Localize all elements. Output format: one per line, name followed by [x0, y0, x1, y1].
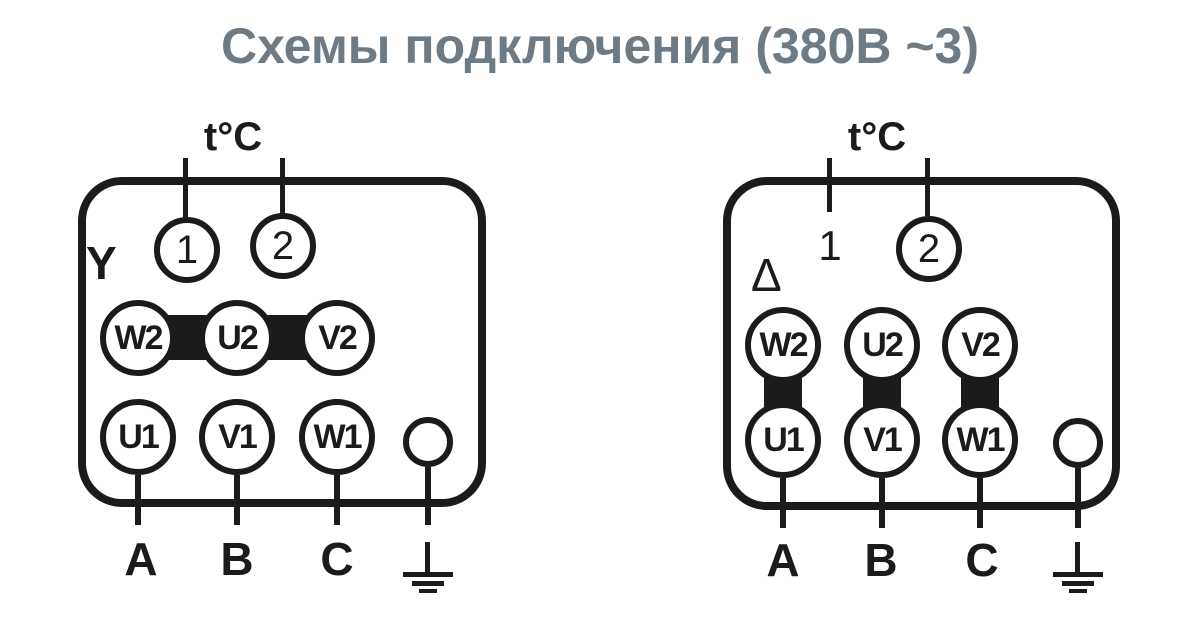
- sensor-terminal-2: 2: [896, 216, 962, 282]
- phase-lead-c: [977, 478, 983, 528]
- terminal-v2: V2: [942, 307, 1018, 383]
- terminal-w1: W1: [299, 399, 375, 475]
- phase-label-c: C: [965, 534, 999, 586]
- star-symbol: Y: [86, 237, 117, 289]
- terminal-box: [78, 177, 486, 507]
- phase-lead-c: [334, 475, 340, 525]
- phase-label-a: A: [766, 534, 800, 586]
- terminal-box: [723, 177, 1120, 510]
- terminal-u1: U1: [745, 402, 821, 478]
- phase-label-c: C: [320, 533, 354, 585]
- sensor-lead-line-1: [183, 158, 188, 218]
- phase-lead-b: [879, 478, 885, 528]
- terminal-v2: V2: [299, 300, 375, 376]
- sensor-terminal-1: 1: [818, 222, 842, 269]
- delta-symbol: Δ: [751, 249, 782, 301]
- sensor-lead-line-2: [925, 158, 930, 216]
- terminal-w2: W2: [100, 300, 176, 376]
- phase-label-a: A: [124, 533, 158, 585]
- terminal-w1: W1: [942, 402, 1018, 478]
- phase-label-b: B: [864, 534, 898, 586]
- sensor-terminal-2: 2: [250, 213, 316, 279]
- terminal-w2: W2: [745, 307, 821, 383]
- page-title: Схемы подключения (380В ~3): [221, 18, 979, 74]
- phase-label-b: B: [220, 533, 254, 585]
- temperature-sensor-label: t°C: [847, 115, 907, 159]
- ground-terminal: [403, 417, 453, 467]
- terminal-u2: U2: [844, 307, 920, 383]
- temperature-sensor-label: t°C: [203, 115, 263, 159]
- terminal-v1: V1: [844, 402, 920, 478]
- sensor-terminal-1: 1: [154, 217, 220, 283]
- sensor-lead-line-1: [827, 158, 832, 212]
- phase-lead-a: [135, 475, 141, 525]
- ground-terminal: [1053, 418, 1103, 468]
- terminal-u2: U2: [199, 300, 275, 376]
- ground-lead: [1075, 468, 1081, 528]
- phase-lead-a: [780, 478, 786, 528]
- ground-lead: [425, 467, 431, 525]
- terminal-u1: U1: [100, 399, 176, 475]
- sensor-lead-line-2: [280, 158, 285, 215]
- terminal-v1: V1: [199, 399, 275, 475]
- phase-lead-b: [234, 475, 240, 525]
